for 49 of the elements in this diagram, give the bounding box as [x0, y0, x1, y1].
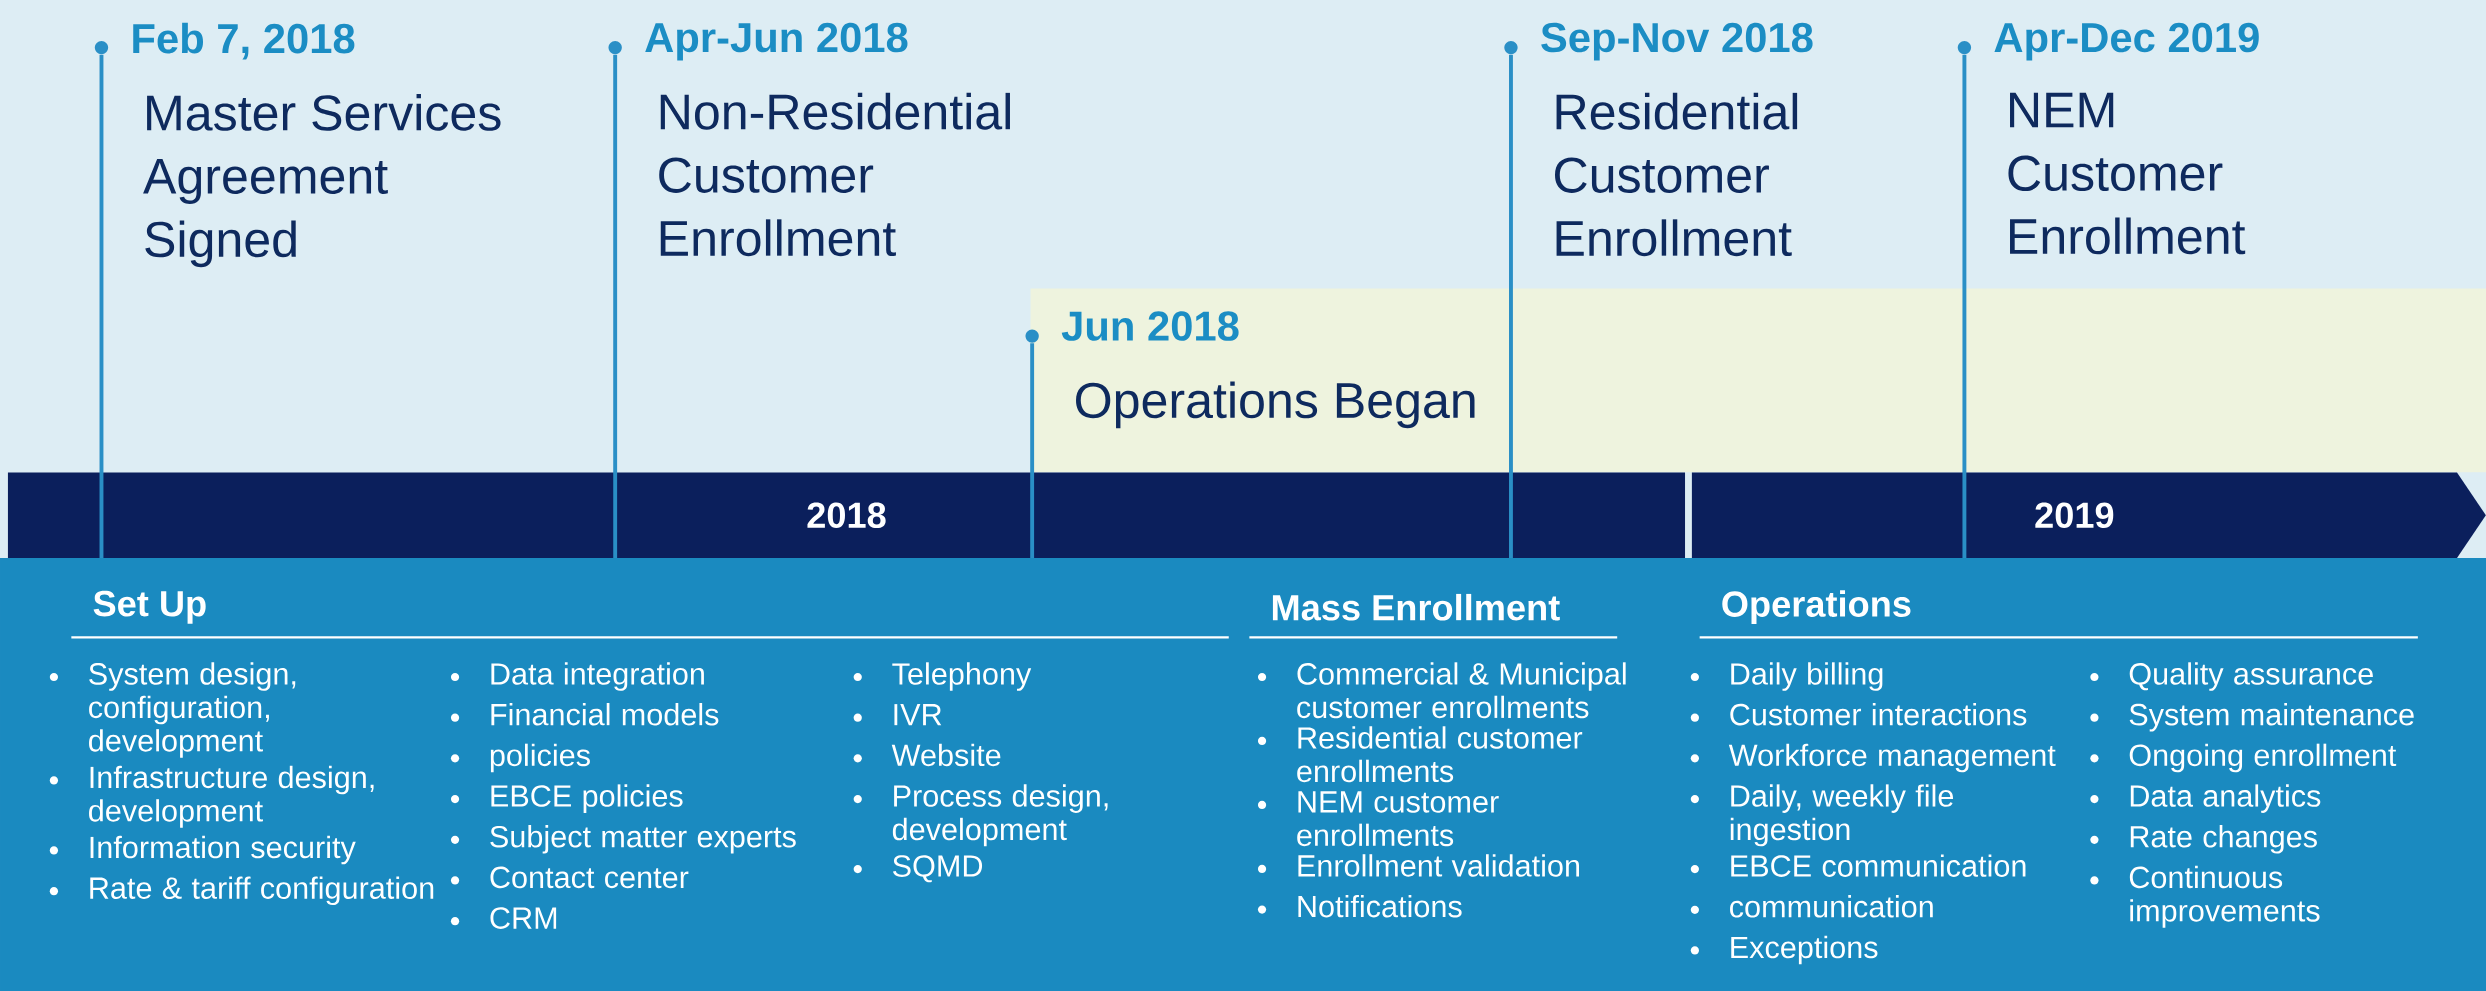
bullet-item: Daily, weekly file ingestion	[1690, 784, 1954, 847]
bullet-item: EBCE policies	[450, 784, 683, 813]
bullet-item: Continuous improvements	[2090, 865, 2320, 928]
bullet-item: Data analytics	[2090, 784, 2321, 813]
bullet-item: SQMD	[853, 855, 983, 883]
bullet-item: Website	[853, 743, 1001, 767]
bullet-item: Telephony	[853, 662, 1032, 691]
bullet-item: Rate & tariff configuration	[49, 876, 434, 906]
timeline-pin	[99, 54, 104, 559]
section-heading: Operations	[1722, 590, 1911, 625]
milestone-text: Feb 7, 2018 Master Services Agreement Signed	[94, 22, 501, 268]
timeline-pin	[1030, 343, 1035, 559]
bullet-item: Rate changes	[2090, 825, 2317, 854]
section-heading: Set Up	[93, 590, 206, 624]
bullet-item: Ongoing enrollment	[2090, 743, 2397, 773]
timeline-bar: 2019	[1691, 472, 2486, 559]
bullet-item: Financial models	[450, 703, 719, 726]
bullet-item: Residential customer enrollments	[1257, 726, 1583, 783]
bullet-item: Notifications	[1257, 894, 1462, 918]
bullet-item: EBCE communication	[1690, 854, 2026, 877]
milestone-text: Jun 2018 Operations Began	[1025, 311, 1475, 429]
bullet-item: communication	[1690, 895, 1933, 918]
bullet-item: Data integration	[450, 662, 704, 691]
bullet-item: Daily billing	[1690, 662, 1883, 691]
section-heading: Mass Enrollment	[1272, 593, 1560, 621]
bullet-item: Information security	[49, 835, 356, 865]
bullet-item: Subject matter experts	[450, 825, 796, 854]
timeline-pin	[613, 54, 618, 559]
bullet-item: NEM customer enrollments	[1257, 791, 1499, 847]
bullet-item: Enrollment validation	[1257, 854, 1579, 877]
timeline-bar: 2018	[7, 472, 1686, 559]
bullet-item: Workforce management	[1690, 743, 2056, 773]
bullet-item: Commercial & Municipal customer enrollments	[1257, 662, 1626, 719]
bullet-item: Customer interactions	[1690, 703, 2027, 726]
milestone-text: Apr-Dec 2019 NEM Customer Enrollment	[1957, 22, 2259, 255]
bullet-item: policies	[450, 743, 590, 773]
timeline-pin	[1509, 54, 1513, 559]
timeline-pin	[1962, 54, 1967, 559]
bullet-item: IVR	[853, 704, 942, 726]
bullet-item: System design, configuration, development	[49, 662, 296, 758]
bullet-item: Infrastructure design, development	[49, 765, 374, 828]
milestone-text: Sep-Nov 2018 Residential Customer Enrollment	[1504, 22, 1813, 257]
milestone-text: Apr-Jun 2018 Non-Residential Customer Enrollment	[608, 22, 1010, 257]
bullet-item: Exceptions	[1690, 935, 1878, 965]
bullet-item: CRM	[450, 907, 557, 929]
bullet-item: Quality assurance	[2090, 662, 2373, 691]
bullet-item: System maintenance	[2090, 703, 2414, 732]
bullet-item: Process design, development	[853, 784, 1108, 847]
bullet-item: Contact center	[450, 866, 689, 889]
